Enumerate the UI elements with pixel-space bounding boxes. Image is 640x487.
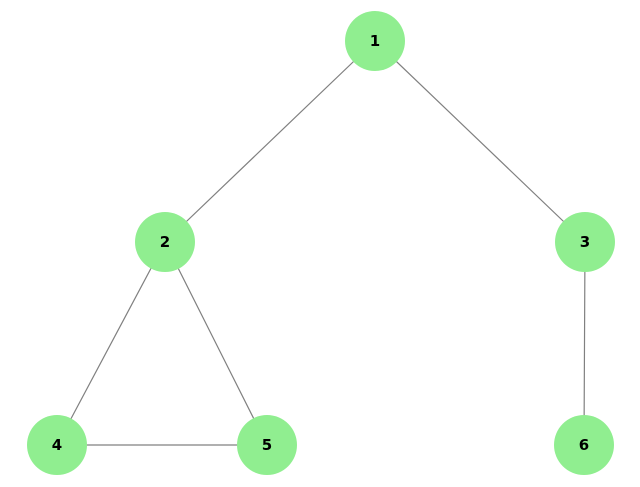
- graph-edge-2-5: [164, 241, 268, 446]
- graph-node-circle-2[interactable]: [135, 212, 195, 272]
- graph-node-circle-4[interactable]: [27, 415, 87, 475]
- graph-node-5[interactable]: 5: [237, 415, 297, 475]
- graph-edge-3-6: [583, 241, 586, 446]
- graph-node-3[interactable]: 3: [555, 212, 615, 272]
- graph-node-6[interactable]: 6: [554, 415, 614, 475]
- graph-edge-2-4: [56, 241, 166, 446]
- graph-node-circle-1[interactable]: [345, 11, 405, 71]
- graph-edge-1-3: [374, 40, 586, 243]
- graph-node-circle-6[interactable]: [554, 415, 614, 475]
- graph-edge-1-2: [164, 40, 376, 243]
- graph-node-circle-3[interactable]: [555, 212, 615, 272]
- graph-node-1[interactable]: 1: [345, 11, 405, 71]
- nodes-layer: 1 2 3 4 5 6: [27, 11, 615, 475]
- graph-node-circle-5[interactable]: [237, 415, 297, 475]
- graph-node-2[interactable]: 2: [135, 212, 195, 272]
- edges-layer: [56, 40, 586, 446]
- graph-node-4[interactable]: 4: [27, 415, 87, 475]
